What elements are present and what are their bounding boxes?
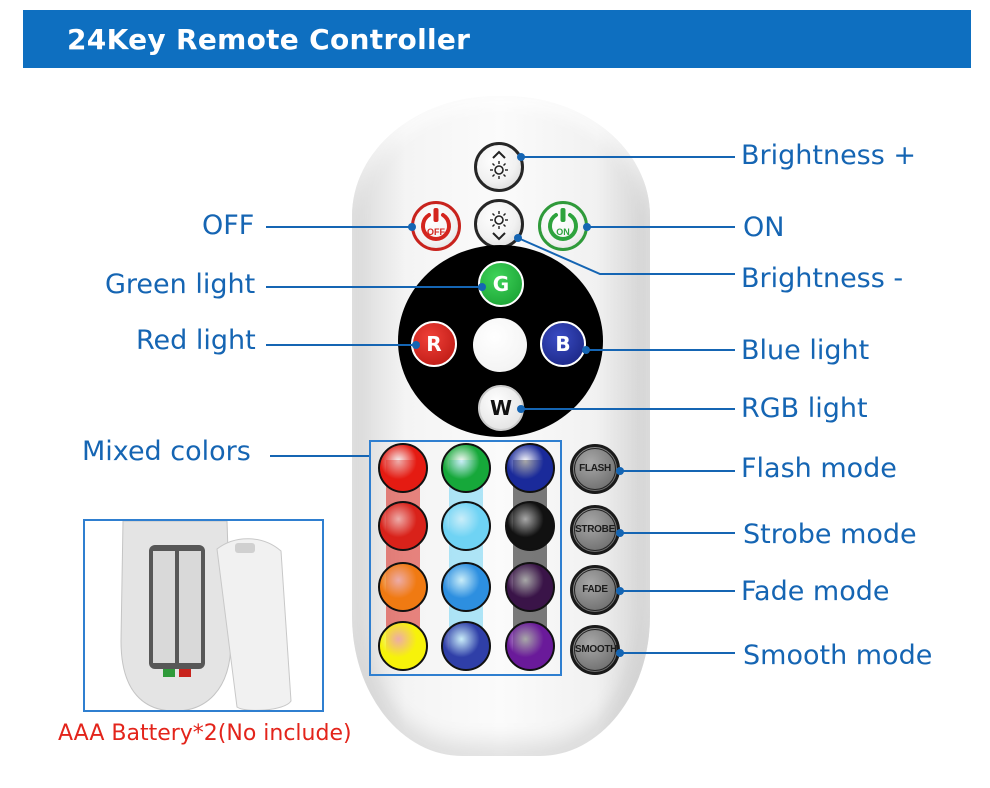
mode-button-strobe[interactable]: STROBE	[570, 505, 620, 555]
power-on-label: ON	[556, 227, 570, 237]
white-button[interactable]: W	[478, 385, 524, 431]
blue-button-label: B	[555, 332, 571, 356]
leader-dot-flash	[616, 467, 624, 475]
callout-rgb-light: RGB light	[741, 393, 868, 424]
color-button[interactable]	[505, 501, 555, 551]
color-button[interactable]	[441, 621, 491, 671]
color-button[interactable]	[378, 621, 428, 671]
mode-button-flash[interactable]: FLASH	[570, 444, 620, 494]
leader-off	[266, 226, 412, 228]
leader-dot-smooth	[616, 649, 624, 657]
leader-dot-off	[408, 223, 416, 231]
color-button[interactable]	[505, 443, 555, 493]
color-button[interactable]	[441, 443, 491, 493]
mode-button-label: STROBE	[574, 509, 616, 551]
green-button-label: G	[492, 272, 510, 296]
leader-dot-red	[412, 341, 420, 349]
power-off-icon: OFF	[421, 208, 451, 241]
callout-flash-mode: Flash mode	[741, 453, 897, 484]
mode-button-label: FLASH	[574, 448, 616, 490]
leader-strobe	[620, 532, 735, 534]
brightness-up-button[interactable]	[474, 142, 524, 192]
power-on-icon: ON	[548, 208, 578, 241]
white-button-label: W	[489, 396, 513, 420]
color-button[interactable]	[505, 621, 555, 671]
red-button-label: R	[426, 332, 442, 356]
leader-dot-on	[583, 223, 591, 231]
callout-red-light: Red light	[136, 325, 256, 356]
power-off-button[interactable]: OFF	[411, 201, 461, 251]
blue-button[interactable]: B	[540, 321, 586, 367]
callout-brightness-down: Brightness -	[741, 263, 904, 294]
leader-dot-fade	[616, 587, 624, 595]
leader-red	[266, 344, 416, 346]
mode-button-smooth[interactable]: SMOOTH	[570, 625, 620, 675]
battery-caption: AAA Battery*2(No include)	[58, 721, 352, 746]
callout-strobe-mode: Strobe mode	[743, 519, 917, 550]
leader-dot-brightness-up	[517, 153, 525, 161]
callout-on: ON	[743, 212, 785, 243]
leader-fade	[620, 590, 735, 592]
color-button[interactable]	[505, 562, 555, 612]
leader-dot-blue	[582, 346, 590, 354]
page-title: 24Key Remote Controller	[67, 23, 471, 56]
mode-button-fade[interactable]: FADE	[570, 565, 620, 615]
callout-off: OFF	[202, 210, 255, 241]
power-on-button[interactable]: ON	[538, 201, 588, 251]
callout-smooth-mode: Smooth mode	[743, 640, 933, 671]
color-button[interactable]	[378, 562, 428, 612]
callout-green-light: Green light	[105, 269, 256, 300]
leader-flash	[620, 470, 735, 472]
callout-mixed-colors: Mixed colors	[82, 436, 251, 467]
brightness-down-button[interactable]	[474, 199, 524, 249]
leader-dot-rgb	[517, 405, 525, 413]
leader-brightness-up	[521, 156, 735, 158]
leader-blue	[586, 349, 735, 351]
leader-dot-strobe	[616, 529, 624, 537]
brightness-down-icon	[490, 211, 508, 241]
color-button[interactable]	[378, 501, 428, 551]
mode-button-label: FADE	[574, 569, 616, 611]
header-banner: 24Key Remote Controller	[23, 10, 971, 68]
leader-dot-green	[478, 283, 486, 291]
leader-green	[266, 286, 482, 288]
battery-compartment-image	[120, 521, 292, 710]
mixed-colors-frame	[369, 440, 562, 676]
color-button[interactable]	[378, 443, 428, 493]
color-button[interactable]	[441, 501, 491, 551]
power-off-label: OFF	[427, 227, 445, 237]
mode-button-label: SMOOTH	[574, 629, 617, 671]
leader-rgb	[521, 408, 735, 410]
leader-smooth	[620, 652, 735, 654]
leader-on	[587, 226, 735, 228]
leader-mixed	[270, 455, 369, 457]
callout-fade-mode: Fade mode	[741, 576, 890, 607]
color-button[interactable]	[441, 562, 491, 612]
battery-inset	[83, 519, 324, 712]
center-white-button[interactable]	[473, 318, 527, 372]
brightness-up-icon	[490, 150, 508, 179]
callout-blue-light: Blue light	[741, 335, 870, 366]
callout-brightness-up: Brightness +	[741, 140, 917, 171]
